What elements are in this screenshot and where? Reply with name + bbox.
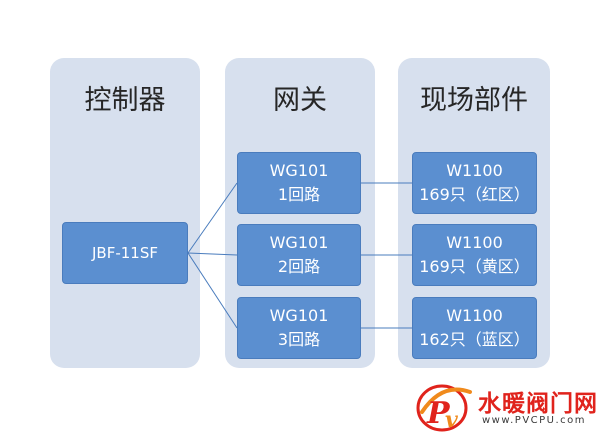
watermark-url: www.PVCPU.com [482, 415, 587, 426]
field-device-name: W1100 [446, 233, 503, 252]
gateway-name: WG101 [269, 306, 329, 325]
watermark-brand: 水暖阀门网 [478, 391, 598, 417]
controller-column-title: 控制器 [84, 85, 166, 116]
field-device-detail: 169只（黄区） [419, 257, 530, 276]
field-device-detail: 169只（红区） [419, 185, 530, 204]
svg-text:v: v [445, 407, 458, 433]
gateway-name: WG101 [269, 161, 329, 180]
field-column-title: 现场部件 [420, 85, 528, 116]
gateway-name: WG101 [269, 233, 329, 252]
field-device-detail: 162只（蓝区） [419, 330, 530, 349]
controller-label: JBF-11SF [92, 244, 158, 262]
gateway-loop: 3回路 [277, 330, 321, 349]
field-device-box-1: W1100 169只（红区） [412, 152, 537, 214]
field-device-box-2: W1100 169只（黄区） [412, 224, 537, 286]
controller-column [50, 58, 200, 368]
gateway-box-3: WG101 3回路 [237, 297, 361, 359]
controller-box: JBF-11SF [62, 222, 188, 284]
watermark-logo: P v 水暖阀门网 www.PVCPU.com [412, 378, 600, 435]
gateway-column-title: 网关 [273, 85, 327, 116]
gateway-loop: 1回路 [277, 185, 321, 204]
field-device-name: W1100 [446, 306, 503, 325]
pv-logo-icon: P v [416, 384, 472, 433]
field-device-box-3: W1100 162只（蓝区） [412, 297, 537, 359]
field-device-name: W1100 [446, 161, 503, 180]
svg-text:P: P [426, 396, 451, 431]
gateway-box-1: WG101 1回路 [237, 152, 361, 214]
gateway-box-2: WG101 2回路 [237, 224, 361, 286]
gateway-loop: 2回路 [277, 257, 321, 276]
